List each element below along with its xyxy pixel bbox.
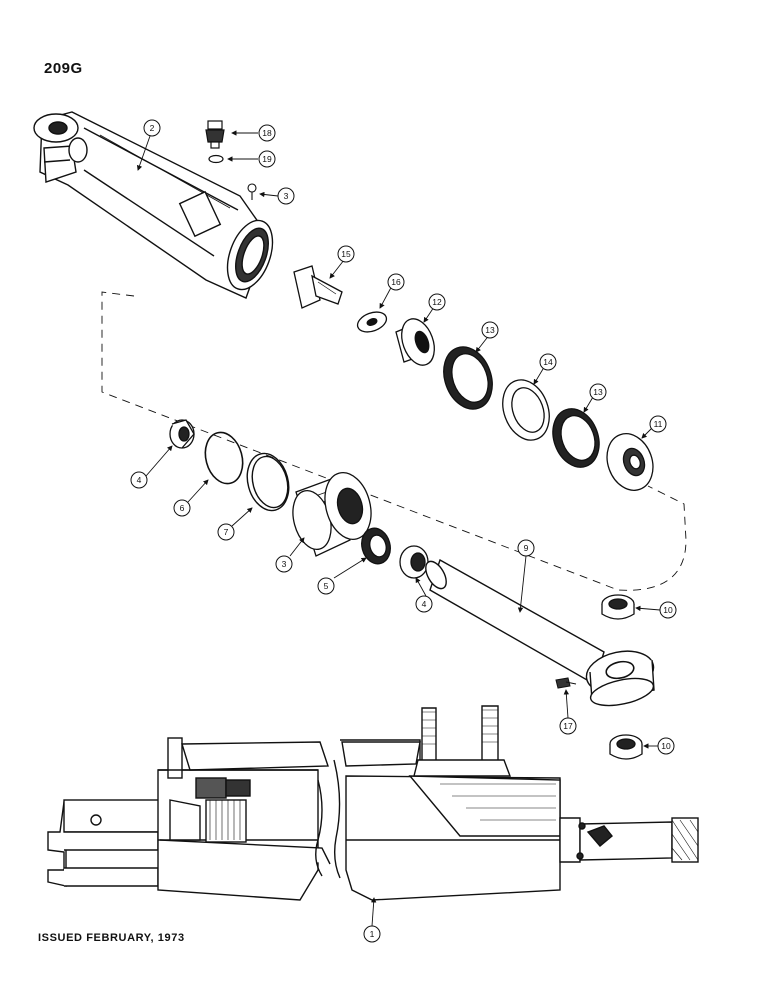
callout-6-label: 6	[180, 503, 185, 513]
bushing-10-upper	[601, 594, 635, 620]
bushing-4-left	[169, 419, 195, 449]
callout-13-b: 13	[589, 383, 607, 401]
callout-4-left: 4	[130, 471, 148, 489]
callout-19-label: 19	[262, 154, 272, 164]
assembled-cylinder-section	[47, 705, 699, 901]
callout-13-a-label: 13	[485, 325, 495, 335]
callout-6: 6	[173, 499, 191, 517]
callout-5: 5	[317, 577, 335, 595]
callout-14: 14	[539, 353, 557, 371]
cylinder-tube	[33, 111, 274, 299]
callout-15: 15	[337, 245, 355, 263]
rod-seal-5	[361, 527, 391, 565]
callout-1-label: 1	[370, 929, 375, 939]
callout-15-label: 15	[341, 249, 351, 259]
callout-2-label: 2	[150, 123, 155, 133]
callout-14-label: 14	[543, 357, 553, 367]
backup-ring-7	[246, 452, 290, 512]
callout-5-label: 5	[324, 581, 329, 591]
callout-11: 11	[649, 415, 667, 433]
callout-2: 2	[143, 119, 161, 137]
callout-9: 9	[517, 539, 535, 557]
o-ring-6	[204, 431, 244, 485]
leader-lines	[136, 130, 661, 927]
issue-date: ISSUED FEBRUARY, 1973	[38, 932, 185, 944]
grease-fitting-18	[205, 120, 225, 149]
callout-10-lower-label: 10	[661, 741, 671, 751]
piston-rod-9	[425, 558, 655, 707]
page-code: 209G	[44, 60, 83, 77]
callout-3-top-label: 3	[284, 191, 289, 201]
callout-7: 7	[217, 523, 235, 541]
washer-16	[356, 311, 388, 333]
backup-ring-14	[502, 379, 550, 441]
seal-13-lower	[552, 408, 600, 468]
callout-19: 19	[258, 150, 276, 168]
callout-12-label: 12	[432, 297, 442, 307]
callout-7-label: 7	[224, 527, 229, 537]
callout-4-right: 4	[415, 595, 433, 613]
callout-10-upper-label: 10	[663, 605, 673, 615]
callout-10-lower: 10	[657, 737, 675, 755]
callout-3-gland-label: 3	[282, 559, 287, 569]
callout-10-upper: 10	[659, 601, 677, 619]
callout-17-label: 17	[563, 721, 573, 731]
piston-12	[395, 318, 435, 366]
callout-3-gland: 3	[275, 555, 293, 573]
callout-9-label: 9	[524, 543, 529, 553]
callout-1: 1	[363, 925, 381, 943]
bolt-15	[293, 265, 343, 309]
grease-fitting-17	[555, 677, 577, 689]
gland-3	[292, 472, 372, 557]
callout-4-left-label: 4	[137, 475, 142, 485]
o-ring-19	[208, 154, 224, 164]
callout-18-label: 18	[262, 128, 272, 138]
seal-13-upper	[443, 346, 493, 410]
callout-18: 18	[258, 124, 276, 142]
callout-3-top: 3	[277, 187, 295, 205]
wear-ring-11	[606, 433, 654, 491]
callout-17: 17	[559, 717, 577, 735]
bushing-4-right	[399, 545, 429, 579]
callout-13-b-label: 13	[593, 387, 603, 397]
bushing-10-lower	[609, 734, 643, 760]
assembly-dashed-line	[101, 291, 687, 591]
callout-16-label: 16	[391, 277, 401, 287]
screw-3	[247, 183, 257, 200]
callout-11-label: 11	[654, 419, 663, 429]
callout-16: 16	[387, 273, 405, 291]
callout-4-right-label: 4	[422, 599, 427, 609]
callout-12: 12	[428, 293, 446, 311]
callout-13-a: 13	[481, 321, 499, 339]
